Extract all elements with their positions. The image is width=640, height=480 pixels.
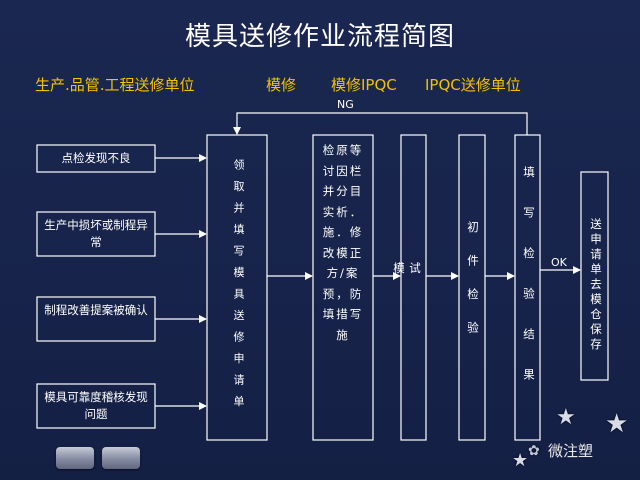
ng-loop-line <box>233 112 528 135</box>
page-title: 模具送修作业流程简图 <box>184 22 455 52</box>
first-check-box-text: 初件检验 <box>466 221 480 355</box>
inspect-box-text: 检原等讨因栏并分目实析．施．修改模正方/案预，防填措写施 <box>322 143 364 342</box>
wechat-icon: ✿ <box>528 443 540 459</box>
watermark-text: 微注塑 <box>548 442 594 460</box>
fill-result-box-text: 填写检验结果 <box>522 165 536 409</box>
apply-box-text: 领取并填写模具送修申请单 <box>232 159 245 417</box>
star-icon: ★ <box>556 405 576 430</box>
left-box-4-text: 模具可靠度稽核发现问题 <box>44 390 148 421</box>
trial-box <box>400 134 427 441</box>
first-check-box <box>458 134 486 441</box>
send-back-box-text: 送申请单去模仓保存 <box>589 217 603 353</box>
header-mold-repair-ipqc: 模修IPQC <box>331 76 397 94</box>
send-back-box <box>580 171 609 381</box>
left-box-1-text: 点检发现不良 <box>61 151 131 165</box>
left-box-3-text: 制程改善提案被确认 <box>44 303 148 317</box>
inspect-box <box>312 134 374 441</box>
ng-label: NG <box>337 98 354 111</box>
ok-label: OK <box>551 256 567 269</box>
header-mold-repair: 模修 <box>266 76 297 94</box>
header-production-unit: 生产.品管.工程送修单位 <box>35 76 195 94</box>
star-icon: ★ <box>512 450 529 471</box>
apply-box <box>206 134 268 441</box>
left-box-2-text: 生产中损坏或制程异常 <box>44 218 148 249</box>
trial-box-text: 试模 <box>392 262 422 332</box>
star-icon: ★ <box>605 409 629 439</box>
next-slide-button[interactable] <box>102 447 140 469</box>
prev-slide-button[interactable] <box>56 447 94 469</box>
header-ipqc-unit: IPQC送修单位 <box>425 76 521 94</box>
